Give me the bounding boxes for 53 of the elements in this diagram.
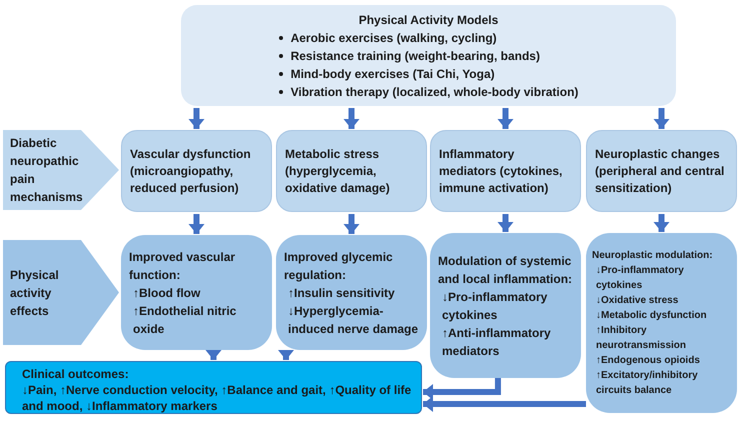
box-heading: Metabolic stress (hyperglycemia, oxidative damage) [285, 146, 391, 196]
effect-box [276, 235, 427, 350]
bullet-item: Vibration therapy (localized, whole-body vibration) [290, 84, 578, 100]
effect-box [586, 233, 737, 413]
outcome-box [5, 361, 422, 414]
arrow [423, 378, 501, 400]
box-heading: Clinical outcomes: [22, 366, 130, 382]
effect-box [121, 235, 272, 350]
box-text: ↑Insulin sensitivity [287, 284, 396, 302]
box-heading: Modulation of systemic and local inflammation: [438, 252, 573, 288]
arrow [423, 396, 586, 412]
arrow [188, 214, 204, 234]
mechanism-box [121, 130, 272, 212]
arrow [344, 214, 360, 234]
box-text: ↓Pro-inflammatory cytokines [441, 288, 548, 324]
box-text: ↓Metabolic dysfunction [595, 309, 708, 323]
box-heading: Improved vascular function: [129, 248, 236, 284]
arrow [498, 214, 514, 232]
box-text: ↓Oxidative stress [595, 294, 680, 308]
bullet-item: Resistance training (weight-bearing, bands) [290, 48, 540, 64]
row-label: Diabetic neuropathic pain mechanisms [10, 135, 84, 206]
box-text: ↓Pain, ↑Nerve conduction velocity, ↑Balance and gait, ↑Quality of life and mood, ↓Inflammatory markers [22, 382, 412, 414]
model-box [181, 5, 676, 106]
box-text: ↑Inhibitory neurotransmission [595, 324, 688, 353]
box-text: ↑Anti-inflammatory mediators [441, 324, 552, 360]
arrow [498, 108, 514, 129]
arrow [278, 350, 294, 360]
chevron-label [3, 240, 119, 345]
box-heading: Neuroplastic changes (peripheral and central sensitization) [595, 146, 726, 196]
box-heading: Physical Activity Models [358, 12, 498, 28]
row-label: Physical activity effects [10, 266, 60, 320]
box-heading: Inflammatory mediators (cytokines, immune activation) [439, 146, 564, 196]
effect-box [430, 233, 581, 378]
box-heading: Improved glycemic regulation: [284, 248, 394, 284]
arrow [344, 108, 360, 129]
box-text: ↑Excitatory/inhibitory circuits balance [595, 369, 699, 398]
box-heading: Vascular dysfunction (microangiopathy, reduced perfusion) [130, 146, 252, 196]
arrow [206, 350, 222, 360]
box-text: ↑Endothelial nitric oxide [132, 302, 238, 338]
chevron-label [3, 130, 119, 210]
arrow [188, 108, 204, 129]
box-text: ↓Hyperglycemia-induced nerve damage [287, 302, 419, 338]
mechanism-box [586, 130, 737, 212]
arrow [654, 108, 670, 129]
box-text: ↓Pro-inflammatory cytokines [595, 264, 685, 293]
box-heading: Neuroplastic modulation: [592, 249, 714, 263]
box-text: ↑Blood flow [132, 284, 202, 302]
mechanism-box [430, 130, 581, 212]
arrow [654, 214, 670, 232]
bullet-item: Mind-body exercises (Tai Chi, Yoga) [290, 66, 495, 82]
mechanism-box [276, 130, 427, 212]
box-text: ↑Endogenous opioids [595, 354, 701, 368]
bullet-item: Aerobic exercises (walking, cycling) [290, 30, 497, 46]
